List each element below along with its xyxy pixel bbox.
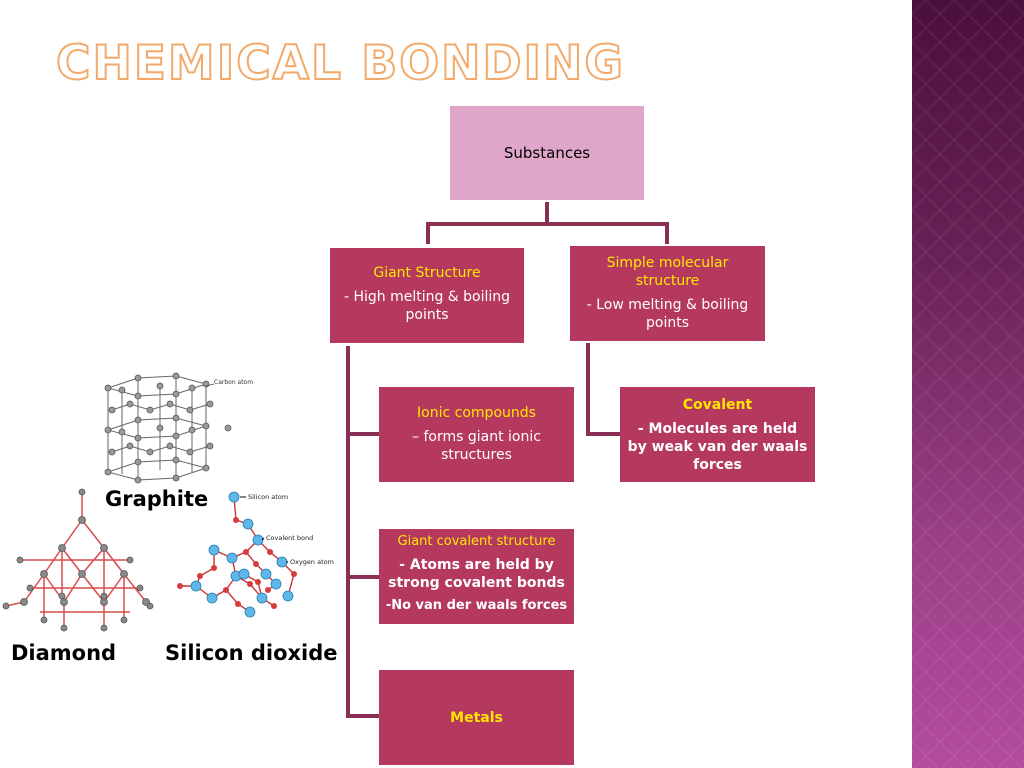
covalent-heading: Covalent — [682, 397, 753, 413]
giant-covalent-line2: -No van der waals forces — [385, 598, 568, 613]
substances-box: Substances — [450, 106, 644, 200]
simple-molecular-heading: Simple molecular structure — [606, 255, 729, 289]
diamond-pattern — [912, 0, 1024, 768]
covalent-body: - Molecules are held by weak van der waa… — [627, 421, 808, 473]
oxygen-atom-label: Oxygen atom — [290, 558, 334, 566]
page-title: CHEMICAL BONDING — [55, 36, 625, 91]
ionic-compounds-body: – forms giant ionic structures — [412, 429, 541, 463]
graphite-label: Graphite — [105, 487, 209, 511]
giant-covalent-heading: Giant covalent structure — [397, 534, 556, 549]
graphite-carbon-atom-label: Carbon atom — [214, 379, 253, 386]
silicon-dioxide-illustration — [177, 491, 297, 618]
silicon-atom-label: Silicon atom — [248, 493, 288, 501]
ionic-compounds-box: Ionic compounds – forms giant ionic stru… — [379, 387, 574, 482]
giant-structure-box: Giant Structure - High melting & boiling… — [330, 248, 524, 343]
substances-label: Substances — [503, 144, 591, 162]
simple-molecular-box: Simple molecular structure - Low melting… — [570, 246, 765, 341]
giant-structure-heading: Giant Structure — [373, 265, 481, 281]
simple-molecular-body: - Low melting & boiling points — [586, 297, 749, 331]
decorative-sidebar — [912, 0, 1024, 768]
graphite-illustration — [104, 372, 232, 484]
ionic-compounds-heading: Ionic compounds — [417, 405, 536, 421]
covalent-box: Covalent - Molecules are held by weak va… — [620, 387, 815, 482]
giant-covalent-line1: - Atoms are held by strong covalent bond… — [388, 557, 565, 591]
diamond-label: Diamond — [11, 641, 117, 665]
metals-box: Metals — [379, 670, 574, 765]
covalent-bond-label: Covalent bond — [266, 534, 313, 542]
silicon-dioxide-label: Silicon dioxide — [165, 641, 338, 665]
giant-structure-body: - High melting & boiling points — [343, 289, 511, 323]
metals-heading: Metals — [450, 709, 503, 726]
diamond-illustration — [2, 488, 154, 632]
giant-covalent-box: Giant covalent structure - Atoms are hel… — [379, 529, 574, 624]
